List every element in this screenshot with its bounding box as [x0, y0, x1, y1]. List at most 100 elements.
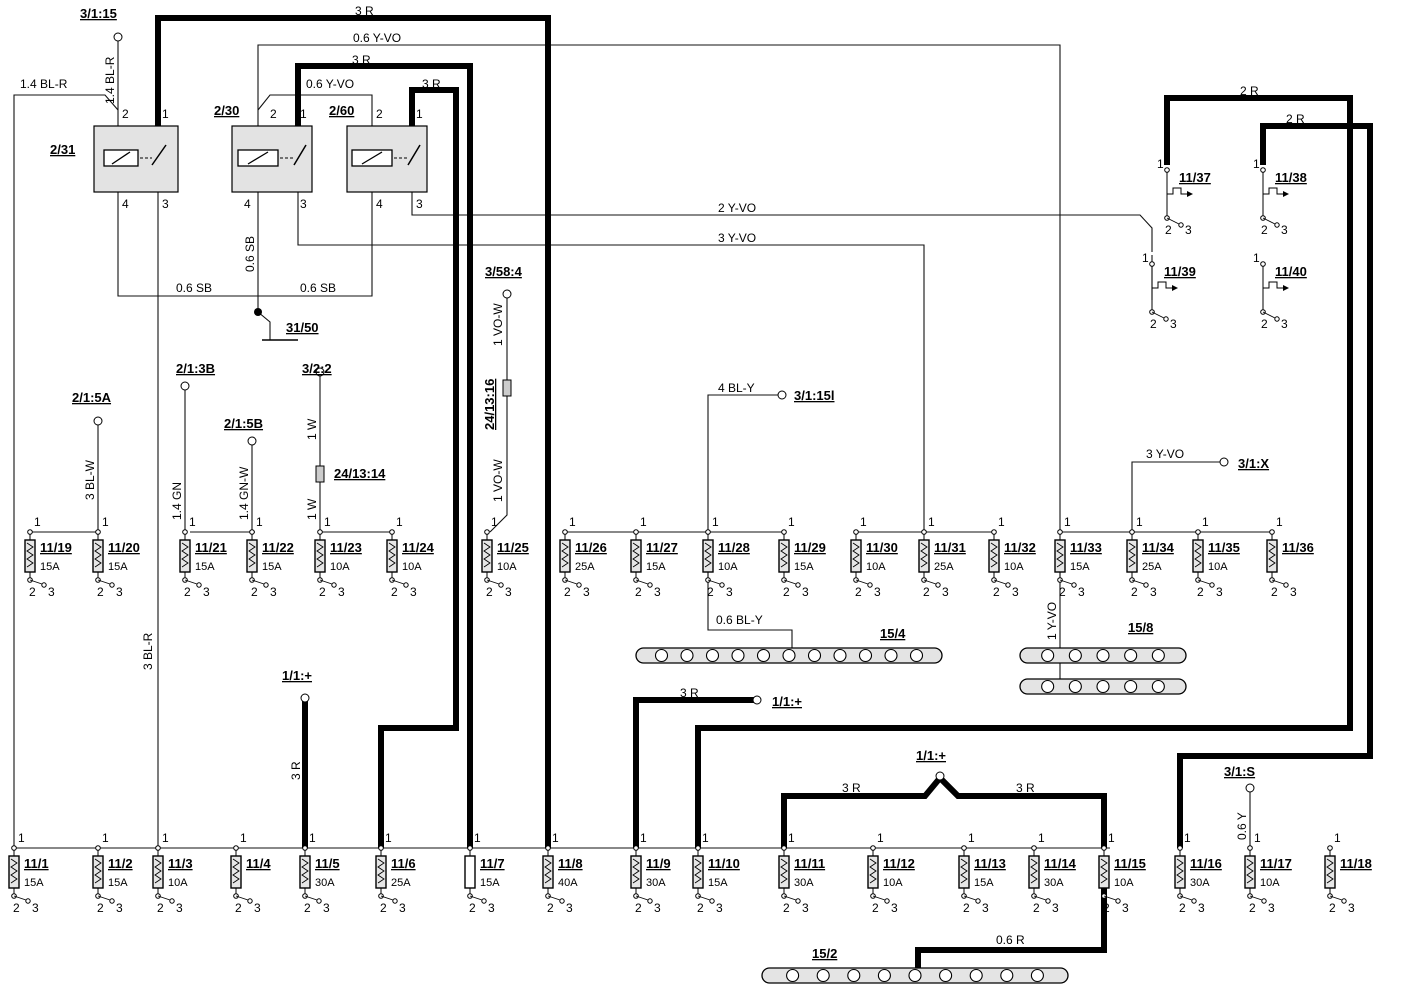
fuse-rating: 15A — [974, 877, 994, 889]
breaker-label: 11/40 — [1275, 264, 1307, 279]
pin-label: 1 — [240, 831, 247, 845]
pin-label: 3 — [410, 585, 417, 599]
fuse-rating: 10A — [1208, 561, 1228, 573]
connector-label: 2/1:3B — [176, 361, 215, 376]
fuse-body — [1126, 539, 1138, 573]
fuse-body — [386, 539, 398, 573]
pin-label: 3 — [505, 585, 512, 599]
pin-label: 2 — [564, 585, 571, 599]
wire-label: 2 Y-VO — [718, 201, 756, 215]
fuse-body — [1192, 539, 1204, 573]
connector-label: 1/1:+ — [916, 748, 946, 763]
pin-label: 1 — [102, 515, 109, 529]
pin-label: 2 — [1150, 317, 1157, 331]
fuse-body — [464, 855, 476, 889]
fuse-label: 11/13 — [974, 856, 1006, 871]
fuse-body — [630, 539, 642, 573]
pin-label: 2 — [1197, 585, 1204, 599]
relay-label: 2/31 — [50, 142, 75, 157]
wire-label: 1.4 GN — [170, 482, 184, 520]
fuse-body — [778, 539, 790, 573]
pin-label: 1 — [928, 515, 935, 529]
pin-label: 1 — [324, 515, 331, 529]
pin-label: 2 — [1179, 901, 1186, 915]
wire-label: 0.6 SB — [300, 281, 336, 295]
fuse-body — [375, 855, 387, 889]
wire-label: 0.6 SB — [243, 236, 257, 272]
fuse-rating: 15A — [24, 877, 44, 889]
pin-label: 2 — [251, 585, 258, 599]
pin-label: 2 — [1165, 223, 1172, 237]
wire-label: 3 Y-VO — [718, 231, 756, 245]
pin-label: 3 — [942, 585, 949, 599]
wire-label: 1.4 BL-R — [20, 77, 68, 91]
fuse-body — [778, 855, 790, 889]
pin-label: 3 — [1290, 585, 1297, 599]
pin-label: 1 — [640, 831, 647, 845]
pin-label: 1 — [34, 515, 41, 529]
wire-label: 3 R — [680, 686, 699, 700]
pin-label: 1 — [788, 831, 795, 845]
pin-label: 2 — [270, 107, 277, 121]
fuse-rating: 15A — [1070, 561, 1090, 573]
pin-label: 3 — [716, 901, 723, 915]
pin-label: 2 — [783, 901, 790, 915]
pin-label: 3 — [1198, 901, 1205, 915]
pin-label: 2 — [1131, 585, 1138, 599]
pin-label: 3 — [254, 901, 261, 915]
pin-label: 2 — [1261, 223, 1268, 237]
pin-label: 3 — [654, 901, 661, 915]
pin-label: 1 — [552, 831, 559, 845]
pin-label: 1 — [300, 107, 307, 121]
fuse-label: 11/27 — [646, 540, 678, 555]
fuse-rating: 15A — [108, 877, 128, 889]
fuse-label: 11/10 — [708, 856, 740, 871]
pin-label: 3 — [1078, 585, 1085, 599]
connector-terminals — [93, 32, 1255, 793]
pin-label: 1 — [1276, 515, 1283, 529]
fuse-body — [1324, 855, 1336, 889]
fuse-label: 11/2 — [108, 856, 133, 871]
fuse-body — [867, 855, 879, 889]
pin-label: 3 — [270, 585, 277, 599]
bus-bar — [1019, 647, 1187, 664]
wire-label: 1.4 GN-W — [237, 466, 251, 520]
wire-label: 3 R — [422, 77, 441, 91]
pin-label: 1 — [1254, 831, 1261, 845]
pin-label: 2 — [97, 901, 104, 915]
pin-label: 1 — [712, 515, 719, 529]
pin-label: 1 — [569, 515, 576, 529]
pin-label: 1 — [1136, 515, 1143, 529]
fuse-label: 11/8 — [558, 856, 583, 871]
fuse-body — [1266, 539, 1278, 573]
relay-2-31 — [93, 125, 179, 193]
fuse-rating: 30A — [1190, 877, 1210, 889]
bus-label: 15/4 — [880, 626, 906, 641]
pin-label: 2 — [184, 585, 191, 599]
pin-label: 3 — [488, 901, 495, 915]
pin-label: 3 — [48, 585, 55, 599]
connector-label: 3/1:15l — [794, 388, 834, 403]
pin-label: 1 — [1184, 831, 1191, 845]
pin-label: 3 — [203, 585, 210, 599]
fuse-label: 11/7 — [480, 856, 505, 871]
fuse-body — [692, 855, 704, 889]
fuse-label: 11/6 — [391, 856, 416, 871]
relays — [93, 125, 428, 193]
fuse-rating: 10A — [1114, 877, 1134, 889]
connector-label: 3/1:15 — [80, 6, 117, 21]
fuse-rating: 10A — [497, 561, 517, 573]
pin-label: 1 — [1038, 831, 1045, 845]
wire-label: 0.6 Y-VO — [306, 77, 354, 91]
